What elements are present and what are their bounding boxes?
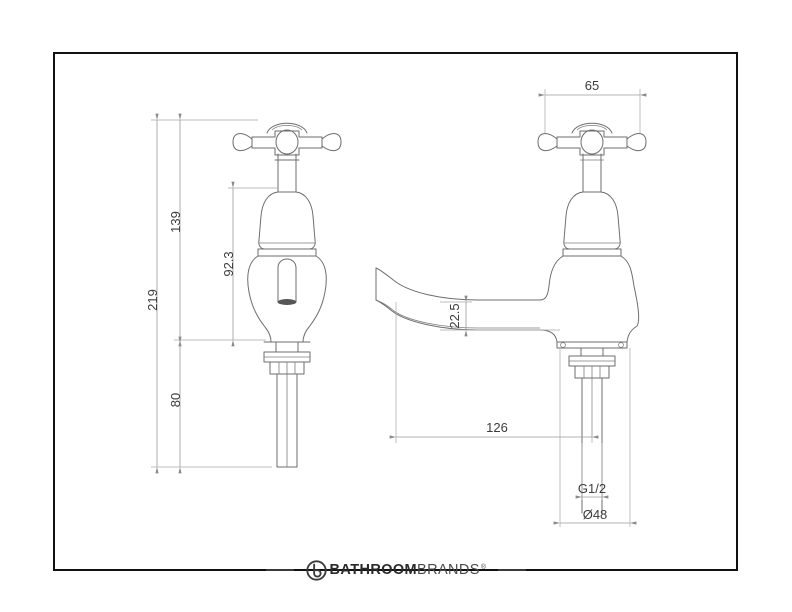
drawing-frame-border: [53, 52, 738, 571]
dimension-thread-size: G1/2: [575, 443, 609, 500]
dimension-spout-projection: 126: [389, 302, 599, 443]
dimension-label-g12: G1/2: [578, 481, 606, 496]
dimension-base-diameter: Ø48: [553, 348, 637, 527]
dimension-label-126: 126: [486, 420, 508, 435]
spout-aerator-front: [277, 299, 297, 305]
logo-rule-right: [498, 569, 527, 571]
base-boss-left: [560, 342, 566, 348]
side-view: 65 22.5 126 G1/2: [375, 78, 647, 527]
side-handle-crossbar: [556, 130, 628, 156]
dimension-overall-height: 219: [145, 113, 272, 474]
dimension-label-219: 219: [145, 289, 160, 311]
handle-hub: [275, 129, 299, 155]
spout-inner-line: [375, 299, 540, 329]
dimension-height-to-flange: 139: [168, 113, 266, 347]
handle-left-lobe: [232, 133, 253, 152]
side-tap-bonnet: [563, 191, 621, 250]
handle-right-lobe: [321, 133, 342, 152]
dimension-label-139: 139: [168, 211, 183, 233]
bathroombrands-b-icon: [305, 559, 327, 581]
brand-trademark-symbol: ®: [480, 564, 487, 571]
logo-rule-left: [265, 569, 294, 571]
base-boss-right: [618, 342, 624, 348]
side-tail-washer: [568, 355, 616, 367]
dimension-handle-width: 65: [538, 78, 647, 133]
dimension-label-65: 65: [585, 78, 599, 93]
handle-dome: [266, 122, 308, 134]
tap-collar: [257, 248, 317, 257]
dimension-spout-outlet-height: 92.3: [221, 181, 278, 347]
side-backnut-facets: [583, 366, 601, 378]
brand-word-brands: BRANDS: [417, 562, 480, 578]
dimension-label-923: 92.3: [221, 251, 236, 276]
dimension-label-225: 22.5: [447, 303, 462, 328]
spout-arch-front: [277, 258, 297, 303]
side-handle-right-lobe: [626, 133, 647, 152]
side-base-plate: [556, 341, 628, 349]
tail-backnut: [269, 361, 305, 375]
handle-dome-highlight: [271, 125, 303, 131]
tap-bonnet: [258, 191, 316, 250]
tail-shoulder: [275, 341, 299, 353]
side-tail-backnut: [574, 365, 610, 379]
side-tail-shoulder: [580, 347, 604, 357]
brand-word-bathroom: BATHROOM: [329, 562, 418, 578]
backnut-facets: [278, 362, 296, 374]
side-handle-hub: [580, 129, 604, 155]
dimension-tail-length: 80: [168, 336, 183, 474]
dimension-label-80: 80: [168, 393, 183, 407]
handle-crossbar: [251, 130, 323, 156]
side-handle-dome-highlight: [576, 125, 608, 131]
side-body-spout: [375, 255, 640, 343]
side-handle-left-lobe: [537, 133, 558, 152]
side-tap-collar: [562, 248, 622, 257]
tap-body: [247, 255, 327, 343]
dimension-label-o48: Ø48: [583, 507, 608, 522]
dimension-spout-clearance: 22.5: [440, 295, 560, 337]
front-view: 219 139 80 92.3: [145, 113, 342, 474]
tail-washer: [263, 351, 311, 363]
tail-shank: [276, 373, 298, 468]
side-handle-dome: [571, 122, 613, 134]
